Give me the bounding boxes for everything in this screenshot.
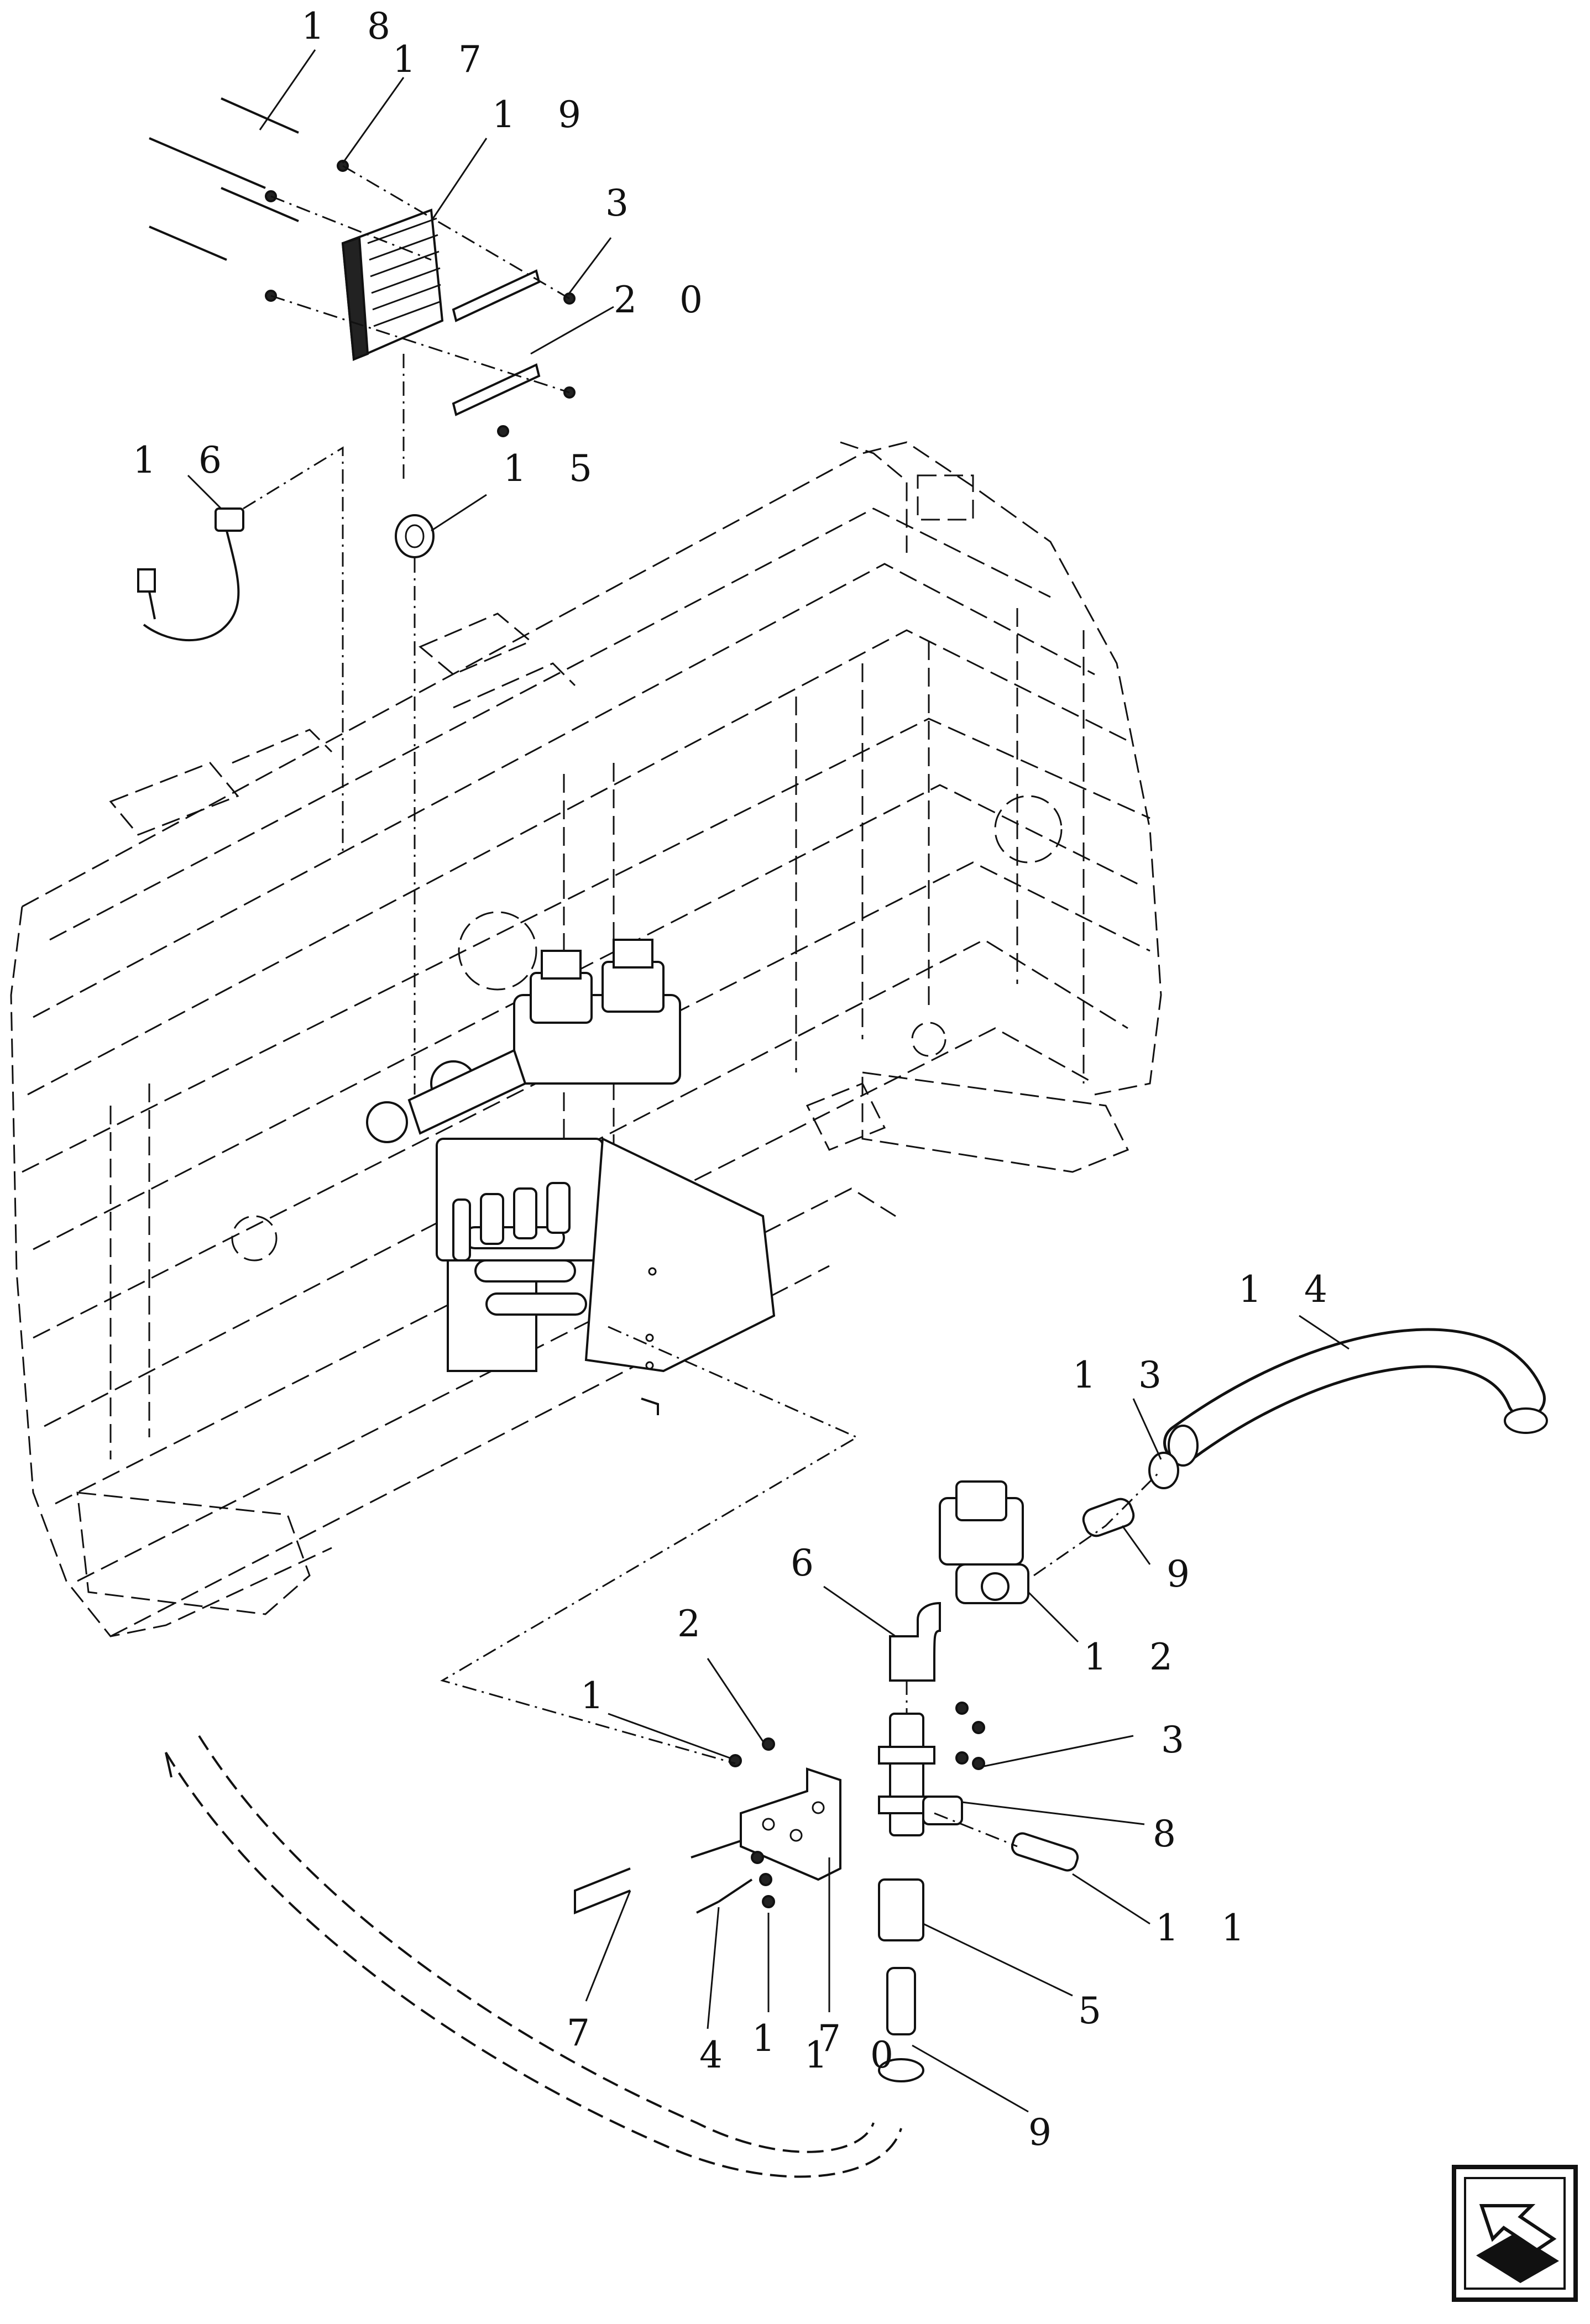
callout-10: 1 0 xyxy=(804,2034,909,2076)
fitting-9b xyxy=(886,1967,916,2035)
hose-14 xyxy=(1163,1328,1548,1467)
bracket-10 xyxy=(740,1767,841,1881)
callout-12: 1 2 xyxy=(1084,1636,1188,1678)
callout-19: 1 9 xyxy=(492,93,597,136)
back-arrow-box-icon[interactable] xyxy=(1452,2165,1578,2302)
callout-17-top: 1 7 xyxy=(393,38,497,81)
machine-frame xyxy=(10,441,1162,1637)
u-bolt-7 xyxy=(574,1867,631,1914)
ghost-hose xyxy=(165,1751,902,2178)
valve-manifold-assembly xyxy=(366,939,776,1415)
bolt-4b xyxy=(718,1878,753,1903)
callout-9-lower: 9 xyxy=(1028,2111,1067,2154)
clamp-lower xyxy=(878,2058,924,2082)
callout-8: 8 xyxy=(1153,1813,1191,1855)
coupler-5 xyxy=(878,1878,924,1941)
leader-lines xyxy=(187,49,1350,2113)
grommet-15 xyxy=(395,514,435,1095)
elbow-6 xyxy=(889,1601,941,1682)
harness-16 xyxy=(137,446,344,851)
callout-16: 1 6 xyxy=(133,439,237,481)
callout-17-lower: 1 7 xyxy=(752,2017,856,2060)
callout-5: 5 xyxy=(1078,1990,1117,2032)
callout-1: 1 xyxy=(580,1674,619,1717)
tee-8 xyxy=(878,1713,963,1836)
light-guard-group xyxy=(149,97,576,481)
nipple-11 xyxy=(1011,1832,1079,1872)
callout-14: 1 4 xyxy=(1238,1268,1343,1311)
callout-7: 7 xyxy=(567,2012,605,2054)
callout-3-lower: 3 xyxy=(1161,1719,1200,1761)
callout-13: 1 3 xyxy=(1073,1354,1177,1396)
callout-9-upper: 9 xyxy=(1167,1553,1205,1595)
fitting-9a xyxy=(1082,1498,1135,1537)
callout-18: 1 8 xyxy=(301,5,406,48)
clamp-13 xyxy=(1148,1452,1179,1489)
bolt-4a xyxy=(691,1840,741,1859)
hose-fittings xyxy=(452,1182,587,1316)
callout-20: 2 0 xyxy=(614,279,718,321)
callout-6: 6 xyxy=(791,1542,829,1584)
callout-3-top: 3 xyxy=(605,182,644,224)
callout-labels: 1 8 1 7 1 9 3 2 0 1 6 1 5 1 4 1 3 9 6 1 … xyxy=(133,5,1343,2154)
bolt-4c xyxy=(696,1901,719,1914)
callout-15: 1 5 xyxy=(503,447,608,490)
callout-2: 2 xyxy=(677,1603,716,1645)
callout-4: 4 xyxy=(699,2034,738,2076)
callout-11: 1 1 xyxy=(1155,1907,1260,1949)
valve-12 xyxy=(939,1480,1029,1604)
